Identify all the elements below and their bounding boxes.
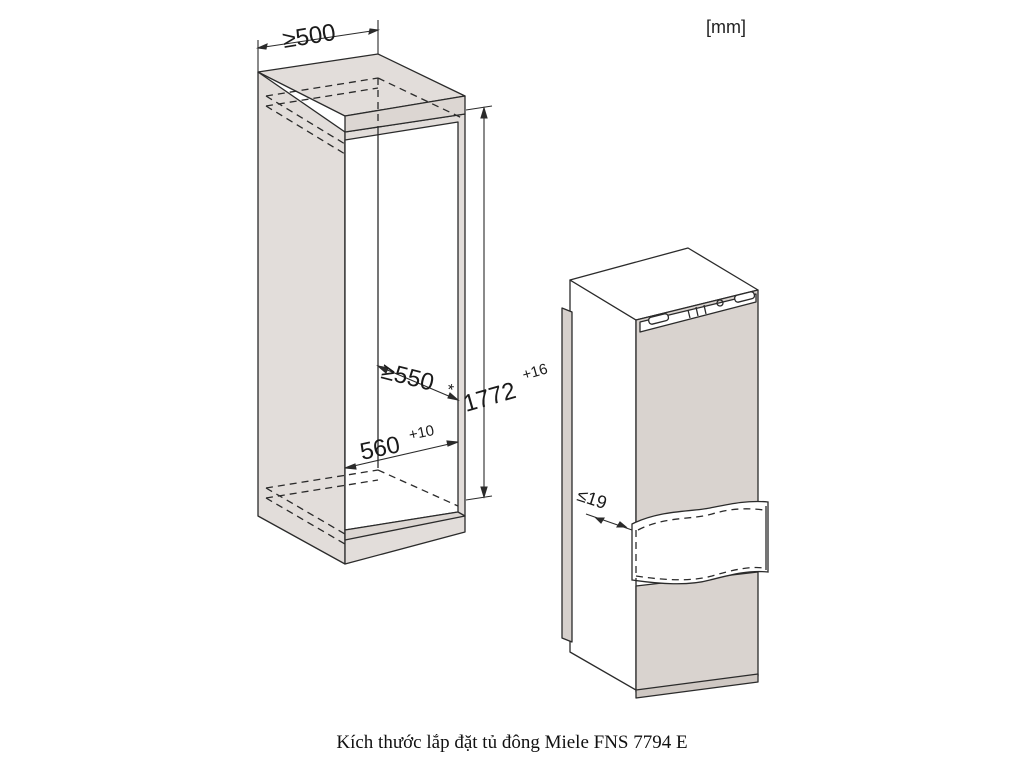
appliance-front-lower [635, 571, 759, 693]
unit-label: [mm] [706, 17, 746, 37]
niche-cabinet [257, 53, 466, 565]
control-slot-1 [647, 313, 670, 325]
dimension-niche-height [465, 105, 493, 501]
min-depth-note: * [445, 381, 455, 399]
hidden-lines-top [265, 77, 463, 155]
niche-depth-label: ≥500 [281, 19, 338, 54]
appliance-side-strip [561, 307, 573, 643]
wavy-cutaway-panel [631, 500, 769, 585]
cabinet-opening [344, 121, 459, 531]
dimension-door-gap [585, 513, 633, 531]
diagram-caption: Kích thước lắp đặt tủ đông Miele FNS 779… [336, 732, 688, 753]
niche-height-tolerance: +16 [520, 360, 549, 383]
dimension-niche-width [344, 440, 459, 470]
control-slot-2 [733, 291, 756, 303]
niche-width-tolerance: +10 [407, 422, 435, 444]
hidden-lines-bottom [265, 469, 459, 545]
dimension-min-depth [376, 365, 460, 401]
freezer-appliance [561, 247, 759, 699]
niche-height-label: 1772 [460, 377, 519, 418]
dimension-niche-depth [255, 20, 381, 72]
cabinet-bottom-strip [344, 511, 466, 541]
